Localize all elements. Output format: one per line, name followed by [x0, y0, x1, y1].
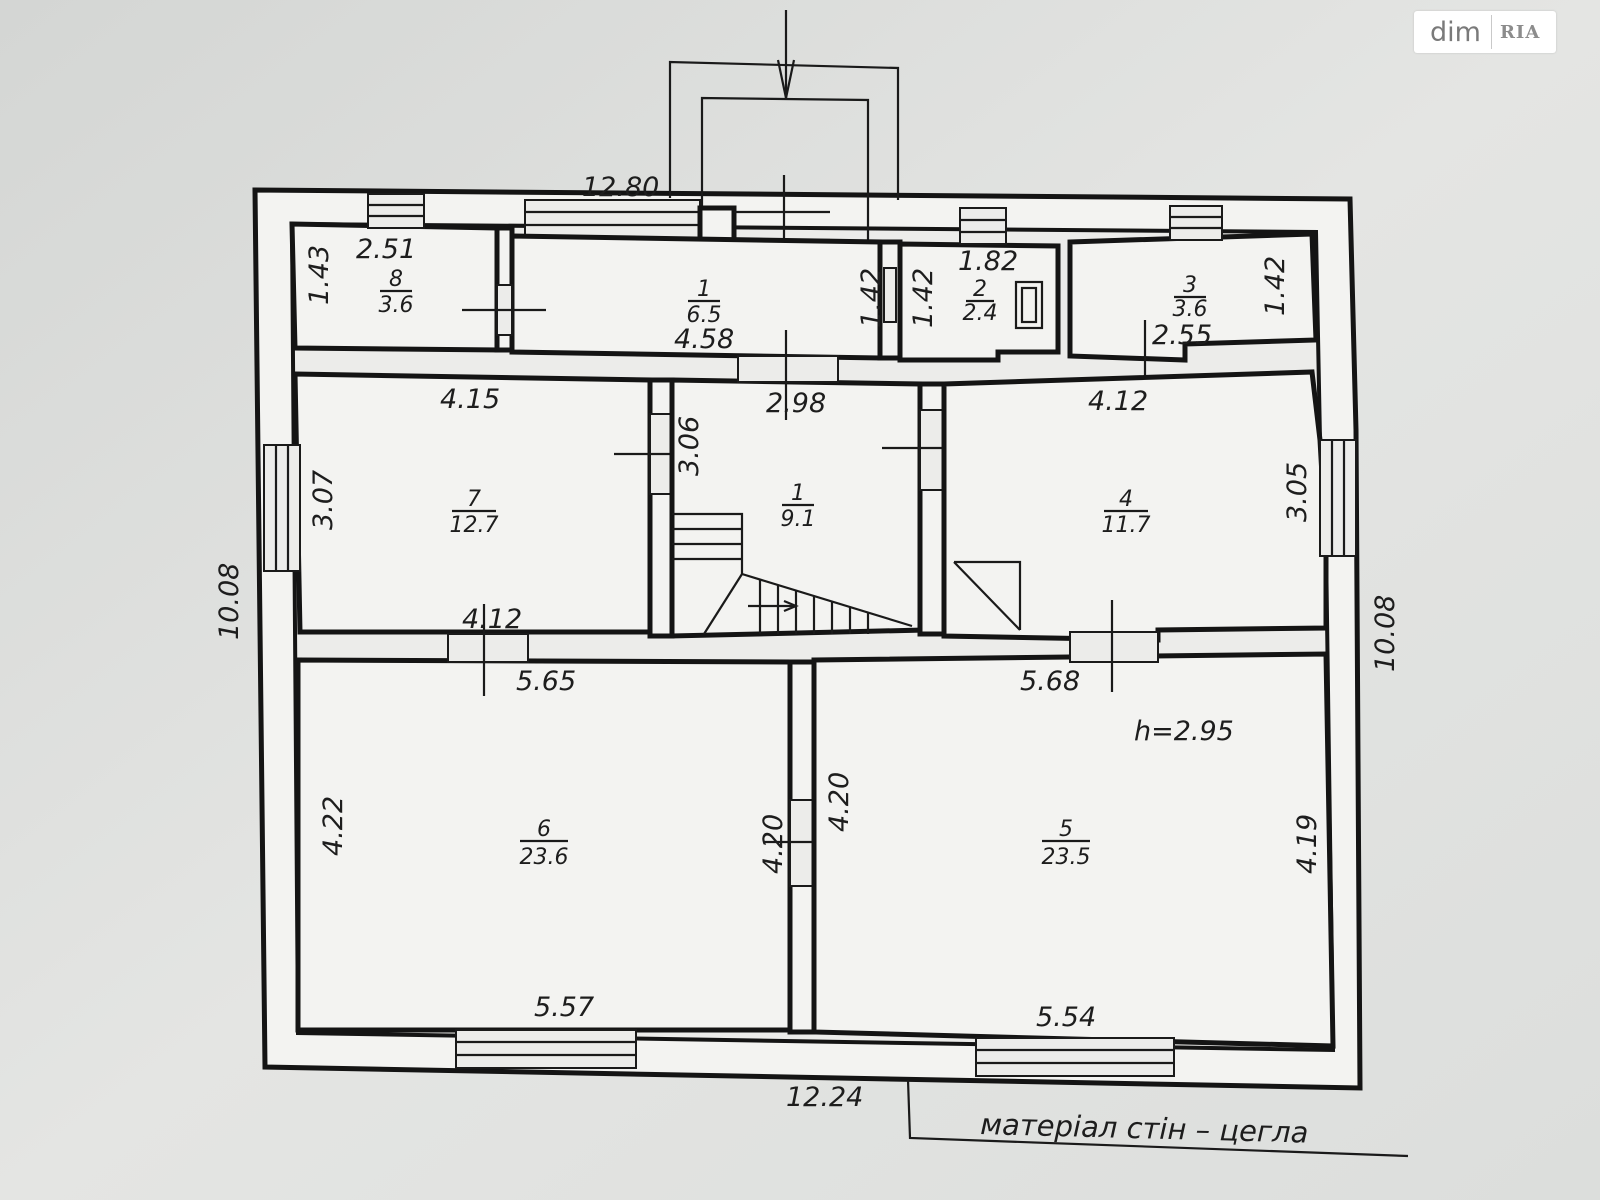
hall-area: 9.1: [781, 507, 816, 532]
dim-r5-width-top: 5.68: [1020, 666, 1080, 697]
room-label-hall: 1 9.1: [781, 481, 816, 532]
room-7-number: 7: [467, 487, 481, 512]
stair-winder: [703, 573, 743, 635]
room-8-area: 3.6: [379, 293, 414, 318]
room-2-window: [959, 207, 1007, 245]
room-4-walls: [941, 369, 1329, 643]
room-4-number: 4: [1119, 487, 1133, 512]
room-4-stair-diagonal: [953, 561, 1021, 631]
room-3-area: 3.6: [1173, 297, 1208, 322]
stair-landing: [672, 512, 744, 574]
room-4-area: 11.7: [1102, 513, 1151, 538]
dim-ria-watermark: dim RIA: [1414, 11, 1556, 53]
dim-top-total: 12.80: [582, 172, 659, 203]
dim-r6-width-top: 5.65: [516, 666, 576, 697]
room-6-area: 23.6: [520, 845, 569, 870]
dim-right-total: 10.08: [1370, 595, 1401, 672]
room-5-number: 5: [1059, 817, 1073, 842]
dim-r8-height: 1.43: [304, 245, 335, 305]
dim-r2-width: 1.82: [958, 246, 1018, 277]
room-label-4: 4 11.7: [1102, 487, 1151, 538]
room-6-window: [455, 1029, 637, 1069]
dim-r2-height: 1.42: [908, 268, 939, 328]
dim-r7-width-top: 4.15: [440, 384, 500, 415]
room-label-8: 8 3.6: [379, 267, 414, 318]
door-1-2: [883, 267, 897, 323]
room-label-1: 1 6.5: [687, 277, 722, 328]
door-4-5: [1069, 631, 1159, 663]
room-1-number: 1: [697, 277, 711, 302]
height-label: h=2.95: [1134, 716, 1234, 747]
shower-fixture-inner: [1020, 286, 1038, 324]
shower-fixture: [1014, 280, 1044, 330]
door-7-6: [447, 633, 529, 663]
dim-r6-height-right: 4.20: [758, 814, 789, 874]
dim-r6-width-bottom: 5.57: [534, 992, 594, 1023]
dim-r5-height-right: 4.19: [1292, 814, 1323, 874]
stair-diagonal: [741, 572, 913, 628]
dim-bottom-total: 12.24: [786, 1082, 863, 1113]
porch-inner: [700, 96, 870, 240]
hall-number: 1: [791, 481, 805, 506]
room-5-window: [975, 1037, 1175, 1077]
door-1-hall: [737, 355, 839, 383]
dim-r6-height-left: 4.22: [318, 796, 349, 856]
room-7-area: 12.7: [450, 513, 499, 538]
room-1-window: [524, 199, 701, 239]
dim-hall-width: 2.98: [766, 388, 826, 419]
room-5-area: 23.5: [1042, 845, 1091, 870]
dim-r1-height-left: 1.42: [856, 268, 887, 328]
dim-r5-width-bottom: 5.54: [1036, 1002, 1096, 1033]
room-label-5: 5 23.5: [1042, 817, 1091, 870]
room-label-7: 7 12.7: [450, 487, 499, 538]
dim-r3-height: 1.42: [1260, 256, 1291, 316]
room-1-area: 6.5: [687, 303, 722, 328]
room-7-window: [263, 444, 301, 572]
room-2-area: 2.4: [963, 301, 998, 326]
dim-r3-width: 2.55: [1152, 320, 1212, 351]
dim-r4-width-top: 4.12: [1088, 386, 1148, 417]
room-3-window: [1169, 205, 1223, 241]
entry-arrow-head: [776, 59, 796, 99]
room-label-6: 6 23.6: [520, 817, 569, 870]
staircase: [672, 512, 913, 635]
watermark-ria-logo: RIA: [1499, 21, 1541, 43]
dim-r7-width-bottom: 4.12: [462, 604, 522, 635]
dim-left-total: 10.08: [214, 563, 245, 640]
dim-r4-height: 3.05: [1282, 462, 1313, 522]
dim-r7-height: 3.07: [308, 470, 339, 530]
room-label-3: 3 3.6: [1173, 273, 1208, 322]
note-leader: [906, 1079, 1409, 1158]
watermark-separator: [1490, 15, 1492, 49]
dim-r1-width: 4.58: [674, 324, 734, 355]
room-3-number: 3: [1183, 273, 1197, 298]
stair-arrow-head: [783, 599, 799, 613]
room-8-window: [367, 193, 425, 229]
room-8-number: 8: [389, 267, 403, 292]
watermark-dim-text: dim: [1430, 16, 1481, 48]
room-6-number: 6: [537, 817, 551, 842]
dim-r8-width: 2.51: [356, 234, 416, 265]
dim-hall-height: 3.06: [674, 416, 705, 476]
room-4-stair-box: [954, 560, 1022, 630]
dim-r5-height-left: 4.20: [824, 772, 855, 832]
room-label-2: 2 2.4: [963, 277, 998, 326]
porch-outer: [668, 60, 900, 200]
room-4-window: [1319, 439, 1357, 557]
room-2-number: 2: [973, 277, 987, 302]
door-hall-4: [919, 409, 945, 491]
